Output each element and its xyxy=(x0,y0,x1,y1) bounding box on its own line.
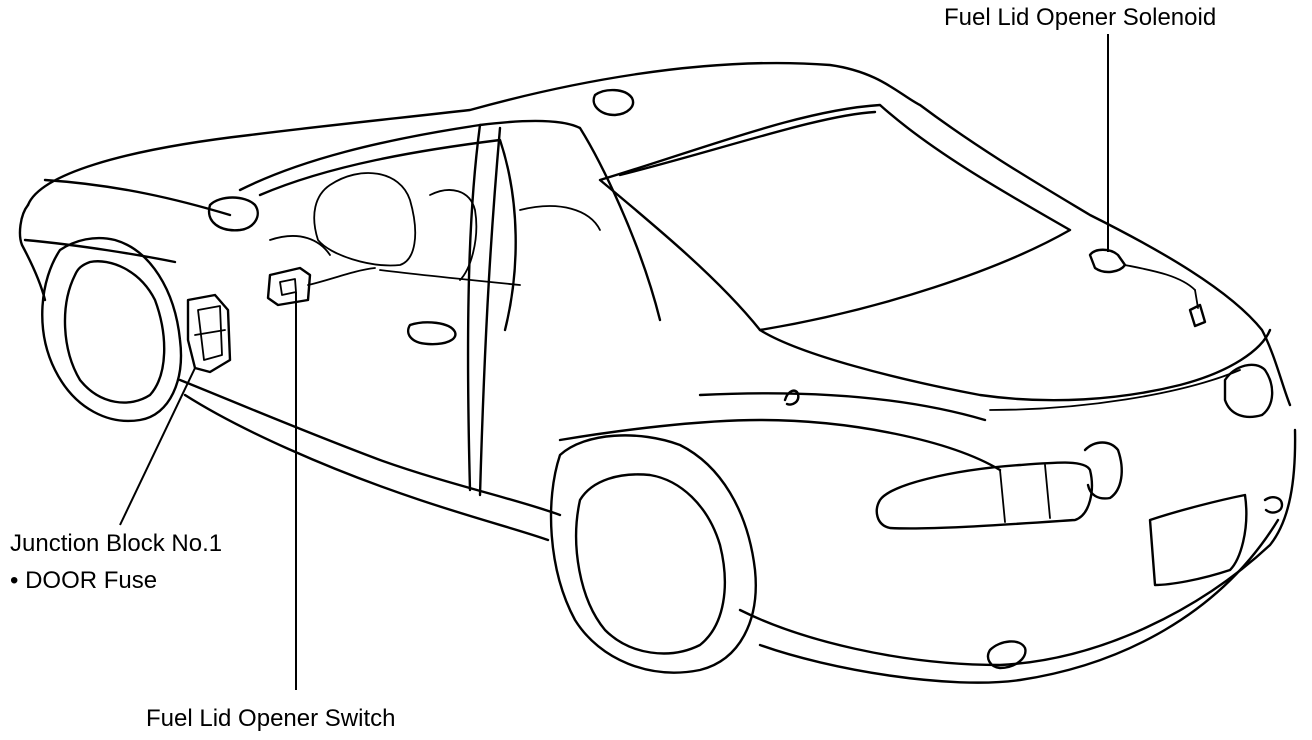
label-junction-block: Junction Block No.1 xyxy=(10,530,223,557)
tail-lights xyxy=(875,363,1284,670)
leader-lines xyxy=(119,34,1109,690)
front-wheel xyxy=(41,236,183,423)
fuel-lid-opener-solenoid-component xyxy=(1088,248,1207,328)
car-body-outline xyxy=(18,61,1297,684)
label-fuel-lid-opener-switch: Fuel Lid Opener Switch xyxy=(146,705,396,732)
cabin-windows xyxy=(207,88,1072,497)
fuel-lid-opener-switch-component xyxy=(266,266,376,307)
label-door-fuse: • DOOR Fuse xyxy=(10,567,158,594)
junction-block-component xyxy=(186,293,232,374)
rear-wheel xyxy=(549,434,757,674)
label-fuel-lid-opener-solenoid: Fuel Lid Opener Solenoid xyxy=(944,4,1217,31)
junction-block-leader-line xyxy=(119,367,196,526)
